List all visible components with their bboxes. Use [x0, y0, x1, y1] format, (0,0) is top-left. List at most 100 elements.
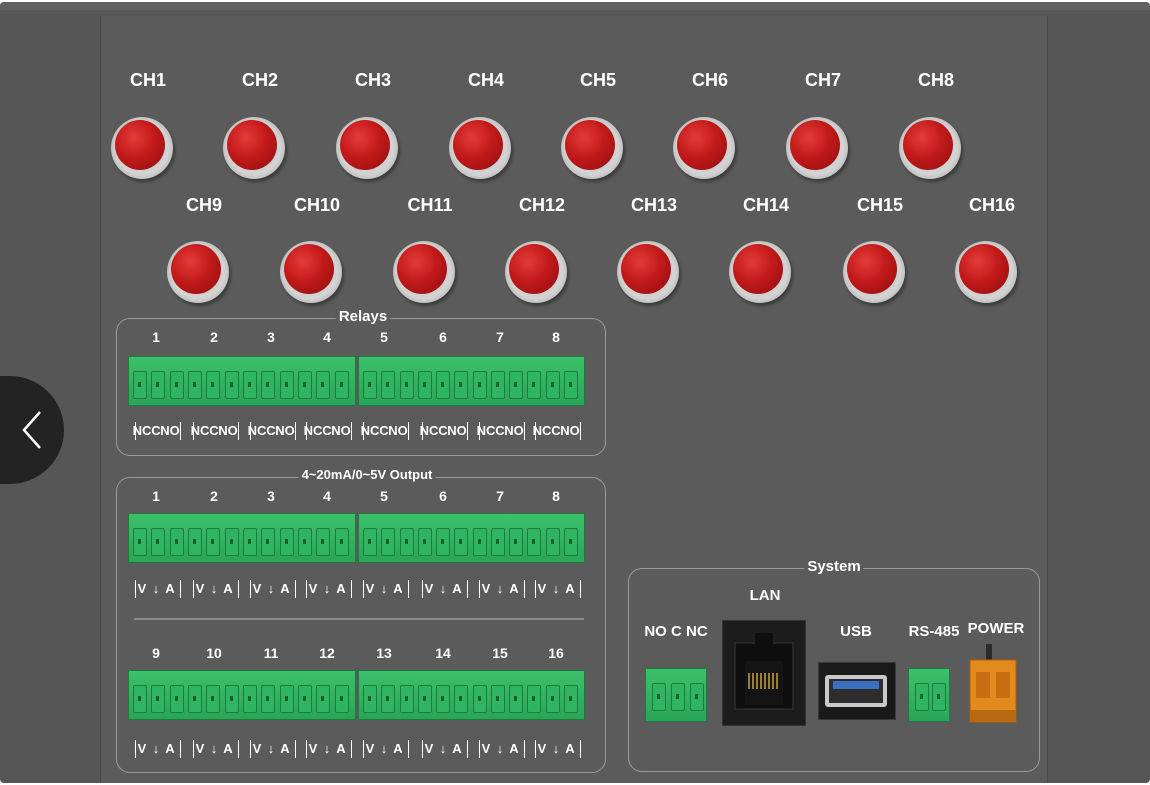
- terminal-screw: [509, 528, 523, 556]
- power-connector[interactable]: [966, 642, 1020, 724]
- panel-top-edge: [0, 2, 1150, 10]
- terminal-screw: [224, 371, 239, 399]
- channel-button[interactable]: [955, 241, 1017, 303]
- terminal-screw: [363, 371, 377, 399]
- lan-port[interactable]: [722, 620, 806, 726]
- relay-terminal-block[interactable]: [358, 356, 585, 406]
- terminal-number: 5: [380, 488, 388, 504]
- channel-button[interactable]: [280, 241, 342, 303]
- pin-label: ↓: [496, 581, 504, 596]
- terminal-screw: [527, 685, 542, 713]
- terminal-screw: [454, 528, 469, 556]
- output-terminal-block[interactable]: [128, 513, 356, 563]
- pin-label: ↓: [380, 581, 388, 596]
- back-button[interactable]: [0, 376, 64, 484]
- pin-label: V: [424, 581, 434, 596]
- terminal-number: 3: [267, 329, 275, 345]
- pin-group-bracket: [193, 740, 239, 758]
- pin-group-bracket: [250, 422, 296, 440]
- channel-button[interactable]: [561, 117, 623, 179]
- pin-group-bracket: [363, 422, 409, 440]
- chevron-left-icon: [22, 411, 41, 449]
- channel-label: CH9: [185, 195, 223, 215]
- pin-label: A: [280, 741, 290, 756]
- pin-label: A: [565, 741, 575, 756]
- terminal-screw: [279, 685, 294, 713]
- output-terminal-block[interactable]: [358, 670, 585, 720]
- channel-button[interactable]: [505, 241, 567, 303]
- channel-button[interactable]: [673, 117, 735, 179]
- terminal-screw: [224, 528, 239, 556]
- system-relay-terminal[interactable]: [645, 668, 707, 722]
- system-relay-pins-label: NO C NC: [644, 623, 708, 640]
- channel-label: CH6: [691, 70, 729, 90]
- usb-port[interactable]: [818, 662, 896, 720]
- pin-group-bracket: [306, 740, 352, 758]
- channel-button[interactable]: [729, 241, 791, 303]
- terminal-screw: [298, 371, 312, 399]
- terminal-screw: [188, 371, 202, 399]
- pin-group-bracket: [479, 422, 525, 440]
- pin-label: A: [565, 581, 575, 596]
- pin-label: NO: [388, 423, 408, 438]
- pin-group-bracket: [479, 740, 525, 758]
- channel-label: CH2: [241, 70, 279, 90]
- terminal-screw: [436, 528, 450, 556]
- terminal-number: 13: [376, 645, 392, 661]
- pin-label: A: [452, 741, 462, 756]
- terminal-number: 2: [210, 329, 218, 345]
- output-terminal-block[interactable]: [128, 670, 356, 720]
- terminal-screw: [399, 371, 414, 399]
- terminal-number: 2: [210, 488, 218, 504]
- pin-group-bracket: [535, 740, 581, 758]
- rs485-terminal[interactable]: [908, 668, 950, 722]
- terminal-screw: [169, 371, 184, 399]
- terminal-number: 12: [319, 645, 335, 661]
- channel-label: CH11: [407, 195, 453, 215]
- terminal-screw: [133, 371, 147, 399]
- pin-group-bracket: [479, 580, 525, 598]
- pin-group-bracket: [193, 580, 239, 598]
- channel-button[interactable]: [899, 117, 961, 179]
- channel-button[interactable]: [111, 117, 173, 179]
- terminal-number: 16: [548, 645, 564, 661]
- channel-button[interactable]: [617, 241, 679, 303]
- channel-button[interactable]: [449, 117, 511, 179]
- relay-terminal-block[interactable]: [128, 356, 356, 406]
- rs485-label: RS-485: [908, 623, 960, 640]
- terminal-screw: [334, 371, 349, 399]
- pin-label: ↓: [380, 741, 388, 756]
- pin-label: NC: [303, 423, 323, 438]
- terminal-screw: [169, 685, 184, 713]
- terminal-screw: [279, 528, 294, 556]
- terminal-screw: [399, 528, 414, 556]
- channel-button[interactable]: [843, 241, 905, 303]
- terminal-screw: [169, 528, 184, 556]
- terminal-screw: [261, 371, 276, 399]
- pin-label: NC: [190, 423, 210, 438]
- pin-label: C: [209, 423, 219, 438]
- pin-label: NC: [360, 423, 380, 438]
- output-terminal-block[interactable]: [358, 513, 585, 563]
- terminal-screw: [472, 528, 487, 556]
- terminal-number: 8: [552, 488, 560, 504]
- pin-label: V: [481, 741, 491, 756]
- system-group: System: [628, 558, 1040, 772]
- pin-label: NO: [560, 423, 580, 438]
- terminal-number: 6: [439, 488, 447, 504]
- pin-label: A: [509, 581, 519, 596]
- channel-button[interactable]: [167, 241, 229, 303]
- pin-label: NC: [132, 423, 152, 438]
- channel-label: CH12: [518, 195, 566, 215]
- terminal-screw: [436, 685, 450, 713]
- channel-button[interactable]: [223, 117, 285, 179]
- channel-button[interactable]: [336, 117, 398, 179]
- pin-group-bracket: [535, 422, 581, 440]
- pin-label: ↓: [323, 581, 331, 596]
- pin-group-bracket: [363, 740, 409, 758]
- terminal-screw: [381, 685, 396, 713]
- channel-button[interactable]: [393, 241, 455, 303]
- channel-button[interactable]: [786, 117, 848, 179]
- pin-label: C: [438, 423, 448, 438]
- pin-group-bracket: [363, 580, 409, 598]
